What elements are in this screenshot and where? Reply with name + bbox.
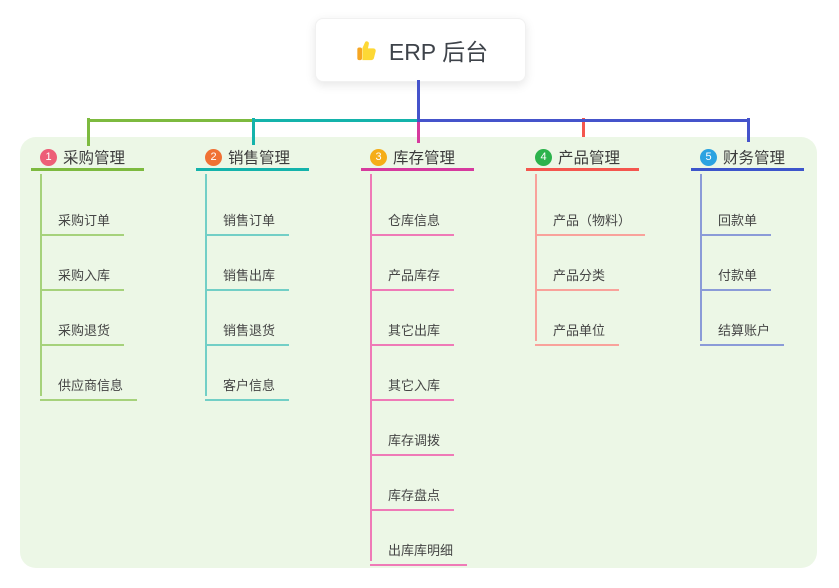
branch-title: 销售管理 <box>228 150 291 167</box>
branch-item[interactable]: 其它出库 <box>370 313 455 346</box>
branch-number-badge: 2 <box>205 148 222 166</box>
connector-line <box>252 119 420 122</box>
branch-item[interactable]: 结算账户 <box>700 313 785 346</box>
branch-title: 产品管理 <box>558 150 621 167</box>
connector-line <box>747 118 750 142</box>
branch-item[interactable]: 销售订单 <box>205 203 290 236</box>
connector-line <box>252 118 255 145</box>
branch-item[interactable]: 产品（物料） <box>535 203 646 236</box>
branch-item[interactable]: 其它入库 <box>370 368 455 401</box>
branch-item[interactable]: 付款单 <box>700 258 772 291</box>
branch-rail-line <box>40 174 42 396</box>
branch-item[interactable]: 产品单位 <box>535 313 620 346</box>
branches-panel <box>20 137 817 568</box>
branch-number-badge: 1 <box>40 148 57 166</box>
branch-item[interactable]: 回款单 <box>700 203 772 236</box>
branch-title: 财务管理 <box>723 150 786 167</box>
branch-rail-line <box>535 174 537 341</box>
connector-line <box>87 118 90 146</box>
branch-header-3[interactable]: 3 库存管理 <box>361 146 474 171</box>
branch-number-badge: 4 <box>535 148 552 166</box>
branch-item[interactable]: 库存调拨 <box>370 423 455 456</box>
connector-line <box>582 118 585 137</box>
connector-line <box>417 118 420 143</box>
connector-line <box>87 119 255 122</box>
branch-item[interactable]: 出库库明细 <box>370 533 468 566</box>
branch-title: 采购管理 <box>63 150 126 167</box>
branch-header-5[interactable]: 5 财务管理 <box>691 146 804 171</box>
branch-title: 库存管理 <box>393 150 456 167</box>
branch-rail-line <box>205 174 207 396</box>
connector-line <box>417 80 420 122</box>
branch-header-2[interactable]: 2 销售管理 <box>196 146 309 171</box>
branch-rail-line <box>370 174 372 561</box>
branch-item[interactable]: 库存盘点 <box>370 478 455 511</box>
branch-item[interactable]: 产品分类 <box>535 258 620 291</box>
branch-item[interactable]: 采购订单 <box>40 203 125 236</box>
branch-item[interactable]: 客户信息 <box>205 368 290 401</box>
branch-header-4[interactable]: 4 产品管理 <box>526 146 639 171</box>
branch-item[interactable]: 销售出库 <box>205 258 290 291</box>
branch-item[interactable]: 采购退货 <box>40 313 125 346</box>
branch-item[interactable]: 仓库信息 <box>370 203 455 236</box>
branch-number-badge: 5 <box>700 148 717 166</box>
branch-item[interactable]: 供应商信息 <box>40 368 138 401</box>
branch-rail-line <box>700 174 702 341</box>
branch-item[interactable]: 采购入库 <box>40 258 125 291</box>
branch-number-badge: 3 <box>370 148 387 166</box>
branch-header-1[interactable]: 1 采购管理 <box>31 146 144 171</box>
branch-item[interactable]: 产品库存 <box>370 258 455 291</box>
root-node[interactable]: ERP 后台 <box>315 18 526 82</box>
root-label: ERP 后台 <box>388 39 489 65</box>
branch-item[interactable]: 销售退货 <box>205 313 290 346</box>
thumbs-up-icon <box>353 37 379 63</box>
connector-line <box>417 119 750 122</box>
